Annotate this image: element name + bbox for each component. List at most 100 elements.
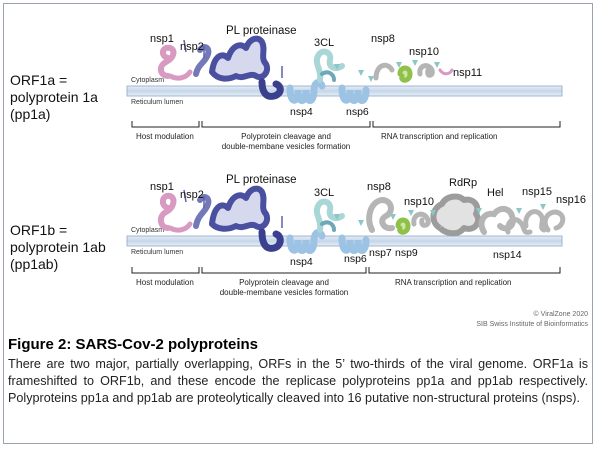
pl-anchor-a bbox=[258, 78, 284, 100]
label-nsp1-b: nsp1 bbox=[150, 181, 174, 193]
cytoplasm-label-b: Cytoplasm bbox=[131, 227, 164, 234]
orf1b-line2: polyprotein 1ab bbox=[10, 239, 106, 255]
3cl-cut-marker bbox=[396, 62, 402, 68]
cleavage-line1-b: Polyprotein cleavage and bbox=[239, 278, 329, 287]
bracket-rna-b bbox=[368, 267, 561, 274]
label-nsp7-b: nsp7 bbox=[369, 247, 392, 259]
nsp16-protein-b bbox=[542, 209, 566, 233]
label-3cl-b: 3CL bbox=[314, 187, 334, 199]
nsp8-protein-b bbox=[366, 196, 395, 233]
3cl-cut-marker bbox=[334, 64, 340, 70]
caption-body: There are two major, partially overlappi… bbox=[8, 357, 588, 405]
cytoplasm-label-a: Cytoplasm bbox=[131, 77, 164, 84]
orf1a-line2: polyprotein 1a bbox=[10, 89, 98, 105]
cleavage-arrow bbox=[183, 189, 187, 203]
3cl-cut-marker bbox=[368, 76, 374, 82]
3cl-cut-marker bbox=[430, 210, 436, 216]
orf1b-label: ORF1b = polyprotein 1ab (pp1ab) bbox=[10, 222, 106, 273]
polyprotein-diagram: Cytoplasm Reticulum lumen bbox=[126, 25, 586, 297]
label-rdrp-b: RdRp bbox=[449, 177, 477, 189]
nsp1-protein-b bbox=[158, 192, 177, 231]
bracket-cleavage-a bbox=[201, 121, 371, 128]
nsp15-protein-b bbox=[523, 209, 547, 233]
label-pl-b: PL proteinase bbox=[226, 174, 297, 186]
orf1a-line3: (pp1a) bbox=[10, 106, 51, 122]
credit-line1: © ViralZone 2020 bbox=[533, 311, 588, 318]
3cl-cut-marker bbox=[390, 214, 396, 220]
orf1a-line1: ORF1a = bbox=[10, 72, 68, 88]
label-nsp11-a: nsp11 bbox=[453, 67, 482, 79]
label-nsp10-a: nsp10 bbox=[409, 46, 439, 58]
label-nsp4-b: nsp4 bbox=[290, 256, 313, 268]
3cl-cut-marker bbox=[516, 208, 522, 214]
nsp9-protein-a bbox=[397, 65, 413, 83]
nsp8-protein-a bbox=[373, 62, 395, 81]
rna-label-b: RNA transcription and replication bbox=[395, 278, 512, 287]
host-modulation-a: Host modulation bbox=[136, 132, 194, 141]
label-nsp10-b: nsp10 bbox=[404, 196, 434, 208]
label-nsp16-b: nsp16 bbox=[556, 194, 586, 206]
lumen-label-b: Reticulum lumen bbox=[131, 249, 183, 256]
label-nsp1-a: nsp1 bbox=[150, 33, 174, 45]
bracket-cleavage-b bbox=[201, 267, 367, 274]
orf1a-label: ORF1a = polyprotein 1a (pp1a) bbox=[10, 72, 98, 123]
label-nsp2-b: nsp2 bbox=[180, 189, 204, 201]
cleavage-line2-b: double-membane vesicles formation bbox=[220, 288, 349, 297]
bracket-rna-a bbox=[372, 121, 561, 128]
nsp2-protein-b bbox=[193, 194, 212, 229]
nsp1-protein-a bbox=[158, 44, 177, 79]
nsp1-tail-b bbox=[167, 221, 193, 233]
panel-a: Cytoplasm Reticulum lumen bbox=[126, 25, 563, 151]
label-nsp8-b: nsp8 bbox=[367, 181, 391, 193]
pl-anchor-b bbox=[258, 228, 284, 252]
label-nsp2-a: nsp2 bbox=[180, 41, 204, 53]
orf1b-line3: (pp1ab) bbox=[10, 256, 59, 272]
pl-proteinase-protein-b bbox=[209, 185, 270, 232]
label-nsp8-a: nsp8 bbox=[371, 33, 395, 45]
cleavage-line2-a: double-membane vesicles formation bbox=[222, 142, 351, 151]
caption-title: Figure 2: SARS-Cov-2 polyproteins bbox=[8, 336, 259, 353]
label-nsp15-b: nsp15 bbox=[522, 186, 552, 198]
3cl-protein-b bbox=[313, 198, 345, 233]
3cl-cut-marker bbox=[358, 220, 364, 226]
nsp1-tail-a bbox=[167, 69, 193, 81]
label-nsp6-b: nsp6 bbox=[344, 253, 367, 265]
label-nsp6-a: nsp6 bbox=[346, 106, 369, 118]
3cl-core-b bbox=[320, 220, 336, 232]
rna-label-a: RNA transcription and replication bbox=[381, 132, 498, 141]
3cl-core-a bbox=[320, 70, 336, 82]
3cl-cut-marker bbox=[334, 214, 340, 220]
nsp4-protein-a bbox=[286, 79, 326, 104]
cleavage-line1-a: Polyprotein cleavage and bbox=[241, 132, 331, 141]
figure-caption: Figure 2: SARS-Cov-2 polyproteins There … bbox=[8, 336, 588, 407]
label-nsp14-b: nsp14 bbox=[493, 249, 522, 261]
nsp10-protein-a bbox=[417, 63, 435, 78]
orf1b-line1: ORF1b = bbox=[10, 222, 68, 238]
label-pl-a: PL proteinase bbox=[226, 25, 297, 37]
cleavage-arrow bbox=[183, 39, 187, 53]
nsp11-protein-a bbox=[438, 68, 454, 76]
3cl-cut-marker bbox=[412, 60, 418, 66]
nsp10-protein-b bbox=[411, 211, 431, 228]
3cl-cut-marker bbox=[540, 204, 546, 210]
rdrp-protein-b bbox=[430, 193, 482, 237]
nsp14-protein-b bbox=[505, 217, 533, 235]
pl-proteinase-protein-a bbox=[209, 35, 270, 82]
label-nsp9-b: nsp9 bbox=[395, 247, 418, 259]
bracket-host-b bbox=[131, 267, 200, 274]
nsp6-protein-b bbox=[338, 234, 370, 254]
3cl-cut-marker bbox=[434, 62, 440, 68]
bracket-host-a bbox=[131, 121, 200, 128]
3cl-cut-marker bbox=[476, 208, 482, 214]
nsp9-protein-b bbox=[395, 217, 411, 235]
3cl-cut-marker bbox=[408, 210, 414, 216]
3cl-cut-marker bbox=[358, 70, 364, 76]
lumen-label-a: Reticulum lumen bbox=[131, 99, 183, 106]
figure-frame bbox=[3, 3, 593, 444]
label-nsp4-a: nsp4 bbox=[290, 106, 313, 118]
nsp4-protein-b bbox=[286, 229, 326, 254]
3cl-protein-a bbox=[313, 48, 345, 83]
label-3cl-a: 3CL bbox=[314, 37, 334, 49]
host-modulation-b: Host modulation bbox=[136, 278, 194, 287]
label-hel-b: Hel bbox=[487, 187, 504, 199]
